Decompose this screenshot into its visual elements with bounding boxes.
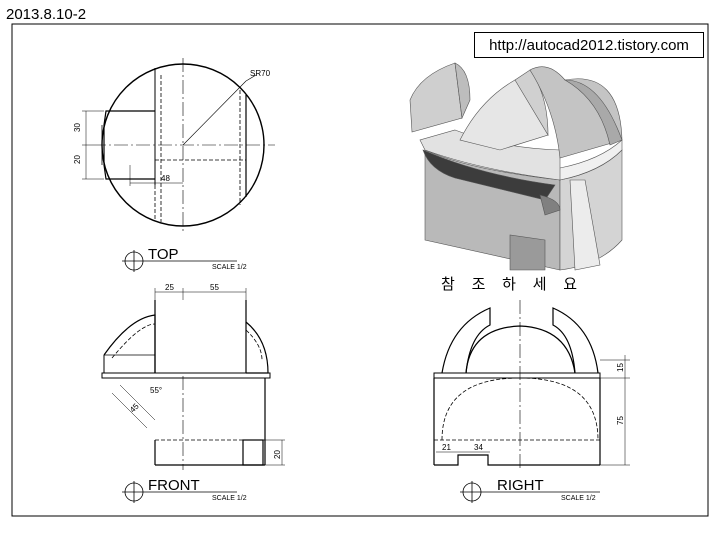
dim-right-75: 75 [616, 416, 625, 425]
dim-right-21: 21 [442, 443, 451, 452]
front-title-symbol [122, 481, 237, 503]
right-view-scale: SCALE 1/2 [561, 495, 596, 502]
dim-top-20: 20 [73, 155, 82, 164]
dim-right-34: 34 [474, 443, 483, 452]
dim-top-48: 48 [161, 174, 170, 183]
top-view-scale: SCALE 1/2 [212, 264, 247, 271]
right-title-symbol [460, 481, 600, 503]
top-view-title: TOP [148, 246, 179, 263]
right-view-title: RIGHT [497, 477, 544, 494]
source-url-box: http://autocad2012.tistory.com [474, 32, 704, 58]
right-view [433, 300, 630, 470]
dim-top-30: 30 [73, 123, 82, 132]
top-view [82, 58, 275, 232]
front-view [101, 288, 285, 470]
front-view-title: FRONT [148, 477, 200, 494]
dim-front-25: 25 [165, 283, 174, 292]
front-view-scale: SCALE 1/2 [212, 495, 247, 502]
dim-front-55: 55 [210, 283, 219, 292]
dim-right-15: 15 [616, 363, 625, 372]
top-title-symbol [122, 250, 237, 272]
dim-sr70: SR70 [250, 69, 271, 78]
drawing-id-label: 2013.8.10-2 [6, 6, 87, 23]
dim-front-20: 20 [273, 450, 282, 459]
dim-front-45: 45 [128, 401, 141, 414]
reference-note: 참 조 하 세 요 [441, 275, 583, 293]
dim-front-55deg: 55° [150, 386, 162, 395]
drawing-frame [11, 23, 709, 517]
isometric-3d-model [409, 62, 623, 271]
